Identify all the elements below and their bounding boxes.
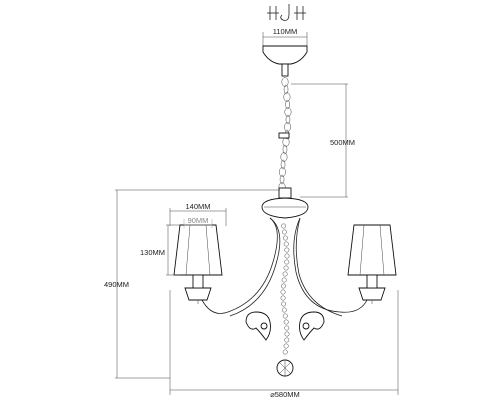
left-socket [184,274,212,304]
canopy [262,32,308,77]
crystal-bead [281,301,286,307]
shade-inner-width-label: 90MM [188,216,209,225]
crystal-bead [282,271,288,277]
chain-link [285,114,291,125]
hook-icon [280,4,290,21]
chain-link [284,122,292,132]
crystal-bead [283,265,289,271]
decorative-scrolls [245,311,325,341]
crystal-bead [284,337,290,343]
total-diameter-label: ⌀580MM [270,390,300,399]
crystal-bead [282,349,288,355]
crystal-bead [284,253,290,259]
shade-top-width-dimension [169,208,227,226]
chain-connector [278,132,290,139]
screw-icon [294,6,300,20]
chain [278,77,292,192]
screw-icon [300,6,306,20]
right-shade [347,224,397,276]
crystal-drop [276,223,294,377]
chain-link [283,84,289,95]
total-diameter-dimension [169,290,399,395]
crystal-bead [284,259,290,265]
canopy-width-label: 110MM [273,27,297,36]
chain-length-dimension [291,83,348,198]
chandelier-arms [201,217,368,317]
chain-link [279,174,285,185]
total-height-dimension [115,189,280,379]
shade-top-width-label: 140MM [185,202,210,211]
chain-link [280,152,288,162]
shade-height-label: 130MM [140,248,165,257]
shade-inner-width-dimension [183,219,213,228]
crystal-bead [284,325,290,331]
crystal-bead [282,235,288,241]
chain-link [282,144,288,155]
crystal-bead [281,223,287,229]
chain-length-label: 500MM [330,138,355,147]
mounting-hardware [267,4,306,21]
chain-link [284,107,292,117]
screw-icon [267,6,273,20]
chandelier-body [261,187,309,219]
crystal-bead [281,277,287,283]
crystal-bead [280,289,286,295]
right-socket [358,274,386,304]
shade-height-dimension [166,224,180,276]
crystal-bead [280,283,286,289]
crystal-bead [282,313,288,319]
total-height-label: 490MM [104,280,129,289]
chain-link [285,99,290,110]
chain-link [283,92,291,102]
crystal-bead [280,295,286,301]
left-shade [173,224,223,276]
screw-icon [273,6,279,20]
crystal-bead [283,319,289,325]
crystal-bead [281,307,287,313]
chain-link [280,159,286,170]
crystal-bead [284,331,290,337]
crystal-bead [283,241,289,247]
chain-link [278,167,286,177]
chain-link [281,77,289,87]
crystal-bead [281,229,287,235]
crystal-bead [284,247,290,253]
crystal-bead [283,343,289,349]
